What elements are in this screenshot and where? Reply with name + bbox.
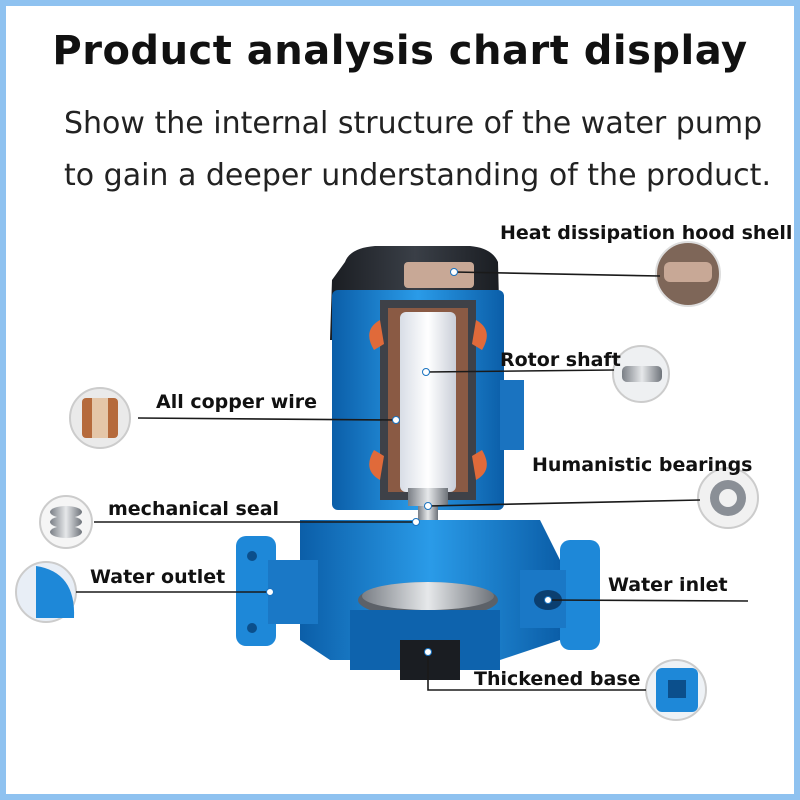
label-mech-seal: mechanical seal (108, 498, 280, 520)
label-water-inlet: Water inlet (608, 574, 728, 596)
label-rotor-shaft: Rotor shaft (500, 349, 621, 371)
thumb-heat-hood (655, 241, 721, 307)
label-bearings: Humanistic bearings (532, 454, 753, 476)
subtitle-line-2: to gain a deeper understanding of the pr… (64, 158, 771, 193)
volute-housing (300, 520, 560, 680)
label-water-outlet: Water outlet (90, 566, 226, 588)
motor-body (332, 290, 524, 510)
thumb-base (645, 659, 707, 721)
label-heat-hood: Heat dissipation hood shell (500, 222, 793, 244)
thumb-rotor-shaft (612, 345, 670, 403)
thumb-bearing (697, 467, 759, 529)
outlet-flange (236, 536, 318, 646)
inlet-flange (520, 540, 600, 650)
leader-dots (266, 268, 552, 656)
thumb-mech-seal (39, 495, 93, 549)
leader-lines (76, 271, 749, 691)
thumb-water-outlet (15, 561, 77, 623)
subtitle-line-1: Show the internal structure of the water… (64, 106, 763, 141)
label-base: Thickened base (474, 668, 641, 690)
label-copper-wire: All copper wire (156, 391, 318, 413)
thumb-copper-wire (69, 387, 131, 449)
page-title: Product analysis chart display (52, 28, 748, 74)
